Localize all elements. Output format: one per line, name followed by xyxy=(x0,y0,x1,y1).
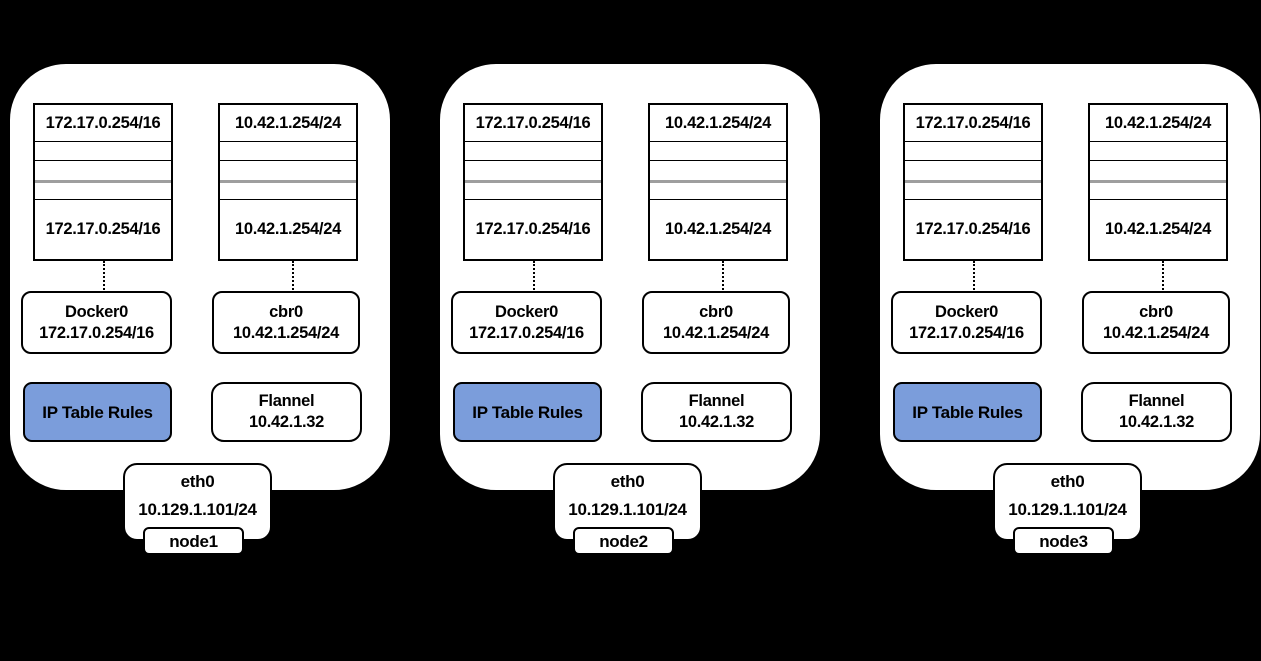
route-entry-last: 172.17.0.254/16 xyxy=(905,199,1041,259)
route-entry-first: 172.17.0.254/16 xyxy=(475,113,591,132)
route-row-empty xyxy=(465,160,601,180)
node-name-label: node1 xyxy=(143,527,244,555)
flannel-name: Flannel xyxy=(258,392,315,410)
route-entry-last: 10.42.1.254/24 xyxy=(1090,199,1226,259)
ip-table-rules-box: IP Table Rules xyxy=(453,382,602,442)
bridge-ip: 10.42.1.254/24 xyxy=(1103,323,1209,342)
eth0-name: eth0 xyxy=(1050,472,1085,491)
route-entry-last: 10.42.1.254/24 xyxy=(220,199,356,259)
docker-route-table: 172.17.0.254/16 172.17.0.254/16 xyxy=(33,103,173,261)
eth0-name: eth0 xyxy=(610,472,645,491)
node-name-label: node3 xyxy=(1013,527,1114,555)
dotted-connector xyxy=(103,261,105,290)
eth0-ip: 10.129.1.101/24 xyxy=(568,500,687,519)
bridge-ip: 172.17.0.254/16 xyxy=(909,323,1024,342)
cbr-route-table: 10.42.1.254/24 10.42.1.254/24 xyxy=(218,103,358,261)
docker-route-table: 172.17.0.254/16 172.17.0.254/16 xyxy=(463,103,603,261)
node-1-container: 172.17.0.254/16 172.17.0.254/16 10.42.1.… xyxy=(8,62,392,555)
ip-table-rules-box: IP Table Rules xyxy=(893,382,1042,442)
bridge-name: Docker0 xyxy=(934,302,999,321)
docker-route-table: 172.17.0.254/16 172.17.0.254/16 xyxy=(903,103,1043,261)
eth0-name: eth0 xyxy=(180,472,215,491)
cbr-route-table: 10.42.1.254/24 10.42.1.254/24 xyxy=(648,103,788,261)
route-table-divider xyxy=(650,180,786,199)
route-table-divider xyxy=(905,180,1041,199)
dotted-connector xyxy=(973,261,975,290)
flannel-box: Flannel 10.42.1.32 xyxy=(1081,382,1232,442)
bridge-name: Docker0 xyxy=(64,302,129,321)
route-table-divider xyxy=(465,180,601,199)
route-table-divider xyxy=(220,180,356,199)
cbr0-bridge-box: cbr0 10.42.1.254/24 xyxy=(642,291,790,354)
dotted-connector xyxy=(533,261,535,290)
ip-table-rules-box: IP Table Rules xyxy=(23,382,172,442)
cbr0-bridge-box: cbr0 10.42.1.254/24 xyxy=(212,291,360,354)
route-entry-last: 172.17.0.254/16 xyxy=(465,199,601,259)
route-row-empty xyxy=(220,141,356,160)
bridge-name: cbr0 xyxy=(1139,302,1173,321)
eth0-ip: 10.129.1.101/24 xyxy=(138,500,257,519)
route-row-empty xyxy=(905,160,1041,180)
eth0-ip: 10.129.1.101/24 xyxy=(1008,500,1127,519)
bridge-ip: 172.17.0.254/16 xyxy=(39,323,154,342)
flannel-ip: 10.42.1.32 xyxy=(249,413,324,431)
bridge-name: cbr0 xyxy=(269,302,303,321)
dotted-connector xyxy=(292,261,294,290)
bridge-name: cbr0 xyxy=(699,302,733,321)
bridge-name: Docker0 xyxy=(494,302,559,321)
flannel-box: Flannel 10.42.1.32 xyxy=(211,382,362,442)
flannel-ip: 10.42.1.32 xyxy=(679,413,754,431)
route-row-empty xyxy=(465,141,601,160)
bridge-ip: 172.17.0.254/16 xyxy=(469,323,584,342)
route-entry-first: 10.42.1.254/24 xyxy=(665,113,771,132)
route-row-empty xyxy=(650,160,786,180)
dotted-connector xyxy=(722,261,724,290)
flannel-name: Flannel xyxy=(688,392,745,410)
node-2-container: 172.17.0.254/16 172.17.0.254/16 10.42.1.… xyxy=(438,62,822,555)
route-entry-first: 10.42.1.254/24 xyxy=(235,113,341,132)
node-name-label: node2 xyxy=(573,527,674,555)
docker0-bridge-box: Docker0 172.17.0.254/16 xyxy=(21,291,172,354)
flannel-ip: 10.42.1.32 xyxy=(1119,413,1194,431)
route-row-empty xyxy=(1090,141,1226,160)
cbr-route-table: 10.42.1.254/24 10.42.1.254/24 xyxy=(1088,103,1228,261)
route-table-divider xyxy=(1090,180,1226,199)
route-entry-last: 172.17.0.254/16 xyxy=(35,199,171,259)
bridge-ip: 10.42.1.254/24 xyxy=(663,323,769,342)
docker0-bridge-box: Docker0 172.17.0.254/16 xyxy=(451,291,602,354)
route-row-empty xyxy=(1090,160,1226,180)
docker0-bridge-box: Docker0 172.17.0.254/16 xyxy=(891,291,1042,354)
route-row-empty xyxy=(35,160,171,180)
route-entry-last: 10.42.1.254/24 xyxy=(650,199,786,259)
route-entry-first: 10.42.1.254/24 xyxy=(1105,113,1211,132)
bridge-ip: 10.42.1.254/24 xyxy=(233,323,339,342)
cbr0-bridge-box: cbr0 10.42.1.254/24 xyxy=(1082,291,1230,354)
route-row-empty xyxy=(220,160,356,180)
route-row-empty xyxy=(35,141,171,160)
dotted-connector xyxy=(1162,261,1164,290)
route-entry-first: 172.17.0.254/16 xyxy=(45,113,161,132)
route-row-empty xyxy=(650,141,786,160)
flannel-name: Flannel xyxy=(1128,392,1185,410)
flannel-box: Flannel 10.42.1.32 xyxy=(641,382,792,442)
route-row-empty xyxy=(905,141,1041,160)
route-table-divider xyxy=(35,180,171,199)
route-entry-first: 172.17.0.254/16 xyxy=(915,113,1031,132)
node-3-container: 172.17.0.254/16 172.17.0.254/16 10.42.1.… xyxy=(878,62,1261,555)
